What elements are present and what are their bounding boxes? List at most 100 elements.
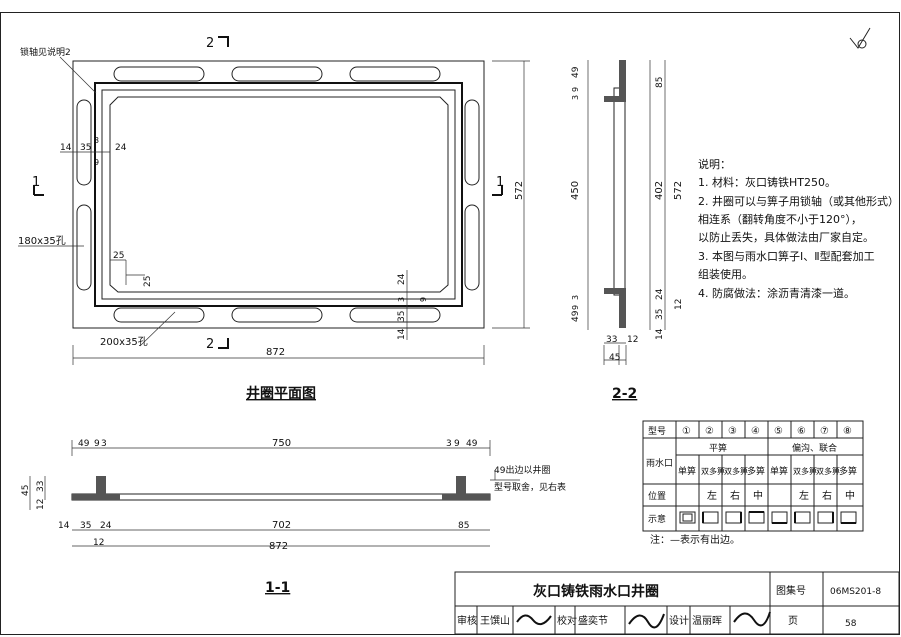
note-line-7: 4. 防腐做法：涂沥青清漆一道。 (698, 286, 855, 300)
dim-r9: 9 (419, 297, 428, 302)
dim-9: 9 (94, 158, 99, 167)
section-mark-left: 1 (32, 175, 40, 190)
note-line-2: 2. 井圈可以与箅子用锁轴（或其他形式） (698, 194, 899, 208)
s11-l33: 33 (36, 481, 46, 492)
slot-top-1 (113, 66, 205, 82)
dim-25a: 25 (113, 251, 124, 261)
s11-b12: 12 (93, 538, 104, 548)
s11-b24: 24 (100, 521, 112, 531)
type-8: 多箅 (839, 465, 857, 477)
s11-t750: 750 (272, 438, 291, 449)
slot-top-3 (349, 66, 441, 82)
pos-8: 中 (845, 489, 855, 502)
type-7: 双多箅 (816, 466, 840, 476)
plan-inner-frame (94, 82, 463, 307)
lock-note: 锁轴见说明2 (20, 46, 71, 58)
section-mark-bottom: 2 (206, 337, 214, 352)
table-pos-label: 位置 (648, 490, 666, 502)
note-line-3: 相连系（翻转角度不小于120°）， (698, 212, 862, 226)
slot-bottom-1 (113, 307, 205, 323)
s11-b702: 702 (272, 520, 291, 531)
s22-b45: 45 (609, 353, 620, 363)
s22-l450: 450 (570, 181, 581, 200)
model-2: ② (705, 426, 714, 437)
s22-b33: 33 (606, 335, 617, 345)
s22-l49b: 49 (571, 310, 581, 322)
dim-24: 24 (115, 143, 127, 153)
design-signature (733, 611, 771, 627)
slot-bottom-3 (349, 307, 441, 323)
s11-note1: 49出边以井圈 (494, 464, 550, 476)
review-signature (516, 614, 552, 626)
model-7: ⑦ (820, 426, 829, 437)
sheet-frame (0, 12, 900, 635)
dim-r24: 24 (397, 273, 407, 285)
s22-b12: 12 (627, 335, 638, 345)
s22-r572: 572 (673, 181, 684, 200)
s22-l3a: 3 (571, 95, 580, 100)
s22-r24: 24 (655, 288, 665, 300)
review-name: 王馔山 (480, 615, 510, 627)
s11-t49b: 49 (466, 439, 478, 449)
model-8: ⑧ (843, 426, 852, 437)
type-3: 双多箅 (724, 466, 748, 476)
plan-view: 2 2 1 1 锁轴见说明2 180x35孔 200x35孔 872 572 1… (18, 36, 530, 402)
notes-heading: 说明： (698, 157, 731, 171)
section11-right-lug (456, 476, 466, 500)
s22-r402: 402 (654, 181, 665, 200)
section11-base (71, 493, 491, 501)
design-name: 温丽晖 (692, 615, 722, 627)
model-4: ④ (751, 426, 760, 437)
s11-t49a: 49 (78, 439, 90, 449)
section-2-2: 49 9 3 450 3 9 49 85 402 572 24 35 12 14… (570, 60, 684, 402)
note-line-4: 以防止丢失，具体做法由厂家自定。 (698, 230, 874, 244)
s22-l49a: 49 (571, 66, 581, 78)
plan-title: 井圈平面图 (246, 385, 316, 402)
s11-note2: 型号取舍，见右表 (494, 481, 566, 493)
section22-top-flange (619, 60, 626, 100)
title-block: 灰口铸铁雨水口井圈 图集号 06MS201-8 审核 王馔山 校对 盛奕节 设计… (454, 571, 900, 635)
s22-l9a: 9 (571, 87, 580, 92)
review-label: 审核 (457, 614, 477, 627)
s22-r85: 85 (655, 77, 665, 88)
section-mark-right: 1 (496, 175, 504, 190)
type-6: 双多箅 (793, 466, 817, 476)
section-1-1: 49 9 3 750 3 9 49 45 33 12 49出边以井圈 型号取舍，… (21, 438, 566, 596)
type-5: 单箅 (770, 465, 788, 477)
check-label: 校对 (557, 614, 577, 627)
group-flat: 平箅 (709, 442, 727, 454)
dim-14: 14 (60, 143, 72, 153)
s11-b85: 85 (458, 521, 469, 531)
s11-t3b: 3 (446, 439, 452, 449)
s22-r14: 14 (655, 328, 665, 340)
s22-r12: 12 (674, 299, 684, 310)
model-3: ③ (728, 426, 737, 437)
s11-b14: 14 (58, 521, 70, 531)
pos-7: 右 (822, 489, 832, 502)
s11-total: 872 (269, 541, 288, 552)
s11-t3a: 3 (101, 439, 107, 449)
note-line-6: 组装使用。 (698, 267, 753, 281)
note-line-5: 3. 本图与雨水口箅子Ⅰ、Ⅱ型配套加工 (698, 249, 875, 263)
section-mark-top: 2 (206, 36, 214, 51)
dim-r35: 35 (397, 311, 407, 322)
section11-title: 1-1 (265, 580, 290, 596)
pos-3: 右 (730, 489, 740, 502)
atlas-label: 图集号 (776, 584, 806, 597)
pos-6: 左 (799, 489, 809, 502)
dim-r14: 14 (397, 328, 407, 340)
section22-bottom-flange (619, 288, 626, 328)
type-4: 多箅 (747, 465, 765, 477)
slot-bottom-2 (231, 307, 323, 323)
pos-4: 中 (753, 489, 763, 502)
s11-l45: 45 (21, 485, 31, 496)
section22-web (613, 87, 626, 296)
section11-left-lug (96, 476, 106, 500)
section22-title: 2-2 (612, 386, 637, 402)
dim-r3: 3 (397, 297, 406, 302)
s22-r35: 35 (655, 309, 665, 320)
s11-t9a: 9 (94, 439, 100, 449)
s11-t9b: 9 (454, 439, 460, 449)
type-table: 型号 ① ② ③ ④ ⑤ ⑥ ⑦ ⑧ 雨水口 平箅 偏沟、联合 单箅 双多箅 双… (642, 420, 864, 546)
